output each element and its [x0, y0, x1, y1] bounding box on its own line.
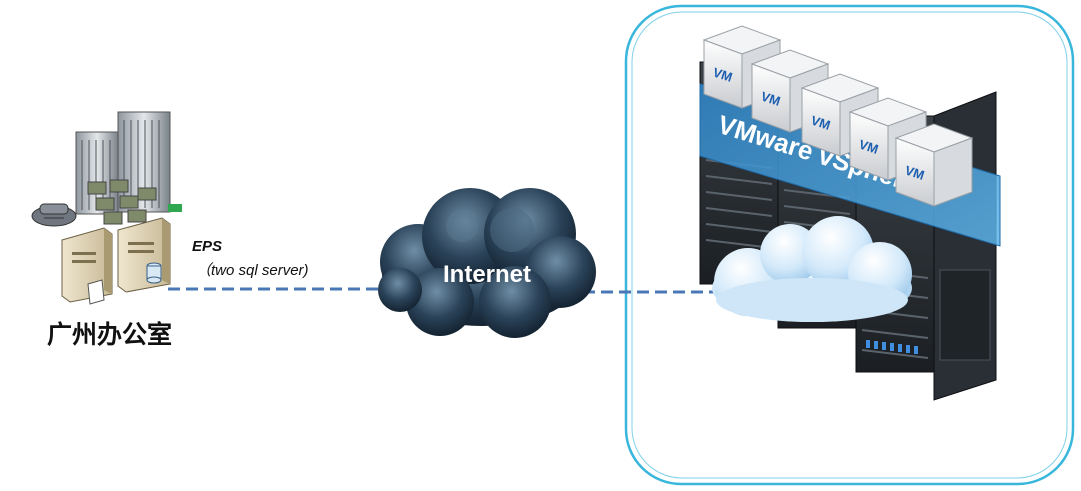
- datacenter-cloud-icon: [712, 216, 912, 322]
- vm-label: VM: [759, 89, 782, 109]
- internet-label: Internet: [443, 261, 531, 288]
- vm-label: VM: [809, 113, 832, 133]
- workstation-cluster-icon: [87, 179, 182, 225]
- office-building-icon: [75, 111, 171, 215]
- office-name-label: 广州办公室: [47, 320, 172, 349]
- eps-label: EPS: [192, 238, 222, 255]
- datacenter-frame: [624, 4, 1075, 486]
- sql-server-tower-icon: [117, 217, 171, 293]
- vm-label: VM: [903, 163, 926, 183]
- sql-server-label: （two sql server): [196, 262, 309, 279]
- vm-layer: VM VM VM VM VM: [702, 25, 974, 207]
- datacenter-frame-inner: [631, 11, 1068, 479]
- vm-box: VM: [894, 123, 974, 207]
- sql-server-tower-icon: [61, 227, 113, 305]
- telephone-icon: [31, 203, 77, 227]
- vm-label: VM: [711, 65, 734, 85]
- internet-cloud-icon: [378, 188, 596, 338]
- vm-label: VM: [857, 137, 880, 157]
- office-illustration: [31, 111, 182, 305]
